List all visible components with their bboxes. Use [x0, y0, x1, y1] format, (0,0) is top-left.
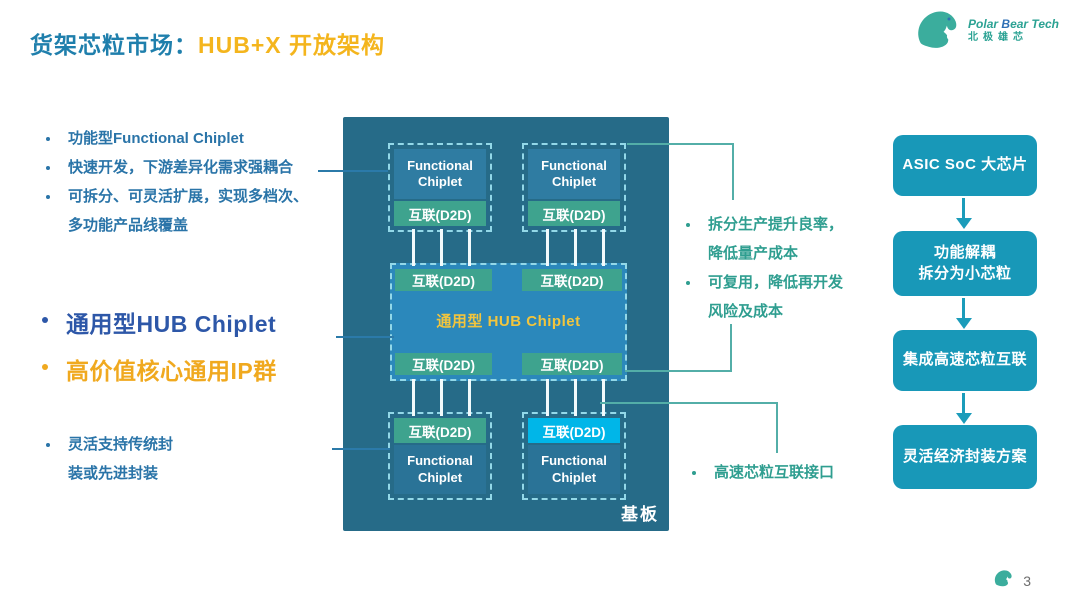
bullet-text: 快速开发，下游差异化需求强耦合	[68, 159, 294, 176]
company-logo: Polar Bear Tech 北极雄芯	[914, 6, 1059, 57]
bullet-text: 拆分生产提升良率， 降低量产成本	[708, 216, 844, 262]
ip-group-bullet: 高价值核心通用IP群	[42, 352, 277, 386]
interconnect-wire	[412, 379, 415, 416]
connector-line	[627, 143, 734, 145]
d2d-interconnect: 互联(D2D)	[528, 201, 620, 226]
package-bullet: 灵活支持传统封 装或先进封装	[46, 430, 286, 488]
interface-text: 高速芯粒互联接口	[714, 464, 835, 481]
functional-chiplet-top-left: Functional Chiplet 互联(D2D)	[388, 143, 492, 232]
interconnect-wire	[574, 229, 577, 266]
bullet-dot	[46, 195, 50, 199]
functional-chiplet-label: Functional Chiplet	[394, 445, 486, 494]
d2d-interconnect-highlighted: 互联(D2D)	[528, 418, 620, 443]
interconnect-wire	[468, 229, 471, 266]
hub-chiplet-bullet: 通用型HUB Chiplet	[42, 305, 276, 339]
bullet-dot	[46, 443, 50, 447]
logo-name-en: Polar Bear Tech	[968, 17, 1059, 31]
interconnect-wire	[440, 379, 443, 416]
flow-step-packaging: 灵活经济封装方案	[893, 425, 1037, 489]
connector-line	[732, 143, 734, 200]
list-item: 可复用，降低再开发 风险及成本	[686, 268, 866, 326]
page-number: 3	[1023, 573, 1031, 589]
functional-chiplet-bottom-right: 互联(D2D) Functional Chiplet	[522, 412, 626, 500]
bullet-dot	[686, 223, 690, 227]
down-arrow-icon	[962, 393, 965, 413]
left-bullet-list: 功能型Functional Chiplet 快速开发，下游差异化需求强耦合 可拆…	[46, 124, 346, 240]
page-title-highlight: HUB+X 开放架构	[198, 32, 385, 58]
hub-chiplet-block: 互联(D2D) 互联(D2D) 通用型 HUB Chiplet 互联(D2D) …	[390, 263, 627, 381]
down-arrow-icon	[962, 298, 965, 318]
bullet-dot	[46, 137, 50, 141]
functional-chiplet-top-right: Functional Chiplet 互联(D2D)	[522, 143, 626, 232]
list-item: 拆分生产提升良率， 降低量产成本	[686, 210, 866, 268]
connector-line	[318, 170, 388, 172]
bullet-dot	[686, 281, 690, 285]
interconnect-wire	[574, 379, 577, 416]
logo-name-cn: 北极雄芯	[968, 32, 1029, 43]
down-arrow-icon	[956, 318, 972, 329]
bullet-dot	[42, 317, 48, 323]
bullet-dot	[42, 364, 48, 370]
page-title: 货架芯粒市场：HUB+X 开放架构	[30, 26, 385, 60]
functional-chiplet-label: Functional Chiplet	[394, 149, 486, 199]
page-title-prefix: 货架芯粒市场：	[30, 32, 198, 58]
d2d-interconnect: 互联(D2D)	[394, 201, 486, 226]
interconnect-wire	[468, 379, 471, 416]
interconnect-wire	[546, 379, 549, 416]
right-bullet-list: 拆分生产提升良率， 降低量产成本 可复用，降低再开发 风险及成本	[686, 210, 866, 326]
flow-step-interconnect: 集成高速芯粒互联	[893, 330, 1037, 391]
connector-line	[730, 324, 732, 372]
interconnect-wire	[546, 229, 549, 266]
bullet-text: 可复用，降低再开发 风险及成本	[708, 274, 844, 320]
down-arrow-icon	[956, 218, 972, 229]
interconnect-wire	[602, 229, 605, 266]
d2d-interconnect: 互联(D2D)	[395, 353, 492, 375]
package-text: 灵活支持传统封 装或先进封装	[68, 436, 174, 482]
bullet-text: 可拆分、可灵活扩展，实现多档次、 多功能产品线覆盖	[68, 188, 309, 234]
interconnect-wire	[602, 379, 605, 416]
down-arrow-icon	[956, 413, 972, 424]
down-arrow-icon	[962, 198, 965, 218]
substrate-label: 基板	[621, 505, 659, 524]
functional-chiplet-label: Functional Chiplet	[528, 149, 620, 199]
bullet-dot	[692, 471, 696, 475]
connector-line	[332, 448, 390, 450]
interconnect-wire	[412, 229, 415, 266]
d2d-interconnect: 互联(D2D)	[522, 353, 622, 375]
polar-bear-icon	[914, 6, 964, 57]
functional-chiplet-label: Functional Chiplet	[528, 445, 620, 494]
logo-text: Polar Bear Tech 北极雄芯	[968, 18, 1059, 44]
functional-chiplet-bottom-left: 互联(D2D) Functional Chiplet	[388, 412, 492, 500]
d2d-interconnect: 互联(D2D)	[394, 418, 486, 443]
connector-line	[625, 370, 732, 372]
interface-bullet: 高速芯粒互联接口	[692, 458, 834, 487]
connector-line	[336, 336, 394, 338]
list-item: 可拆分、可灵活扩展，实现多档次、 多功能产品线覆盖	[46, 182, 346, 240]
flow-step-decouple: 功能解耦 拆分为小芯粒	[893, 231, 1037, 296]
bullet-dot	[46, 166, 50, 170]
list-item: 功能型Functional Chiplet	[46, 124, 346, 153]
ip-group-text: 高价值核心通用IP群	[66, 358, 277, 384]
hub-chiplet-label: 通用型 HUB Chiplet	[436, 313, 581, 330]
list-item: 快速开发，下游差异化需求强耦合	[46, 153, 346, 182]
hub-chiplet-text: 通用型HUB Chiplet	[66, 311, 277, 337]
bullet-text: 功能型Functional Chiplet	[68, 130, 244, 147]
d2d-interconnect: 互联(D2D)	[395, 269, 492, 291]
flow-step-asic-soc: ASIC SoC 大芯片	[893, 135, 1037, 196]
interconnect-wire	[440, 229, 443, 266]
connector-line	[600, 402, 778, 404]
connector-line	[776, 402, 778, 453]
d2d-interconnect: 互联(D2D)	[522, 269, 622, 291]
footer-bear-icon	[993, 568, 1015, 593]
